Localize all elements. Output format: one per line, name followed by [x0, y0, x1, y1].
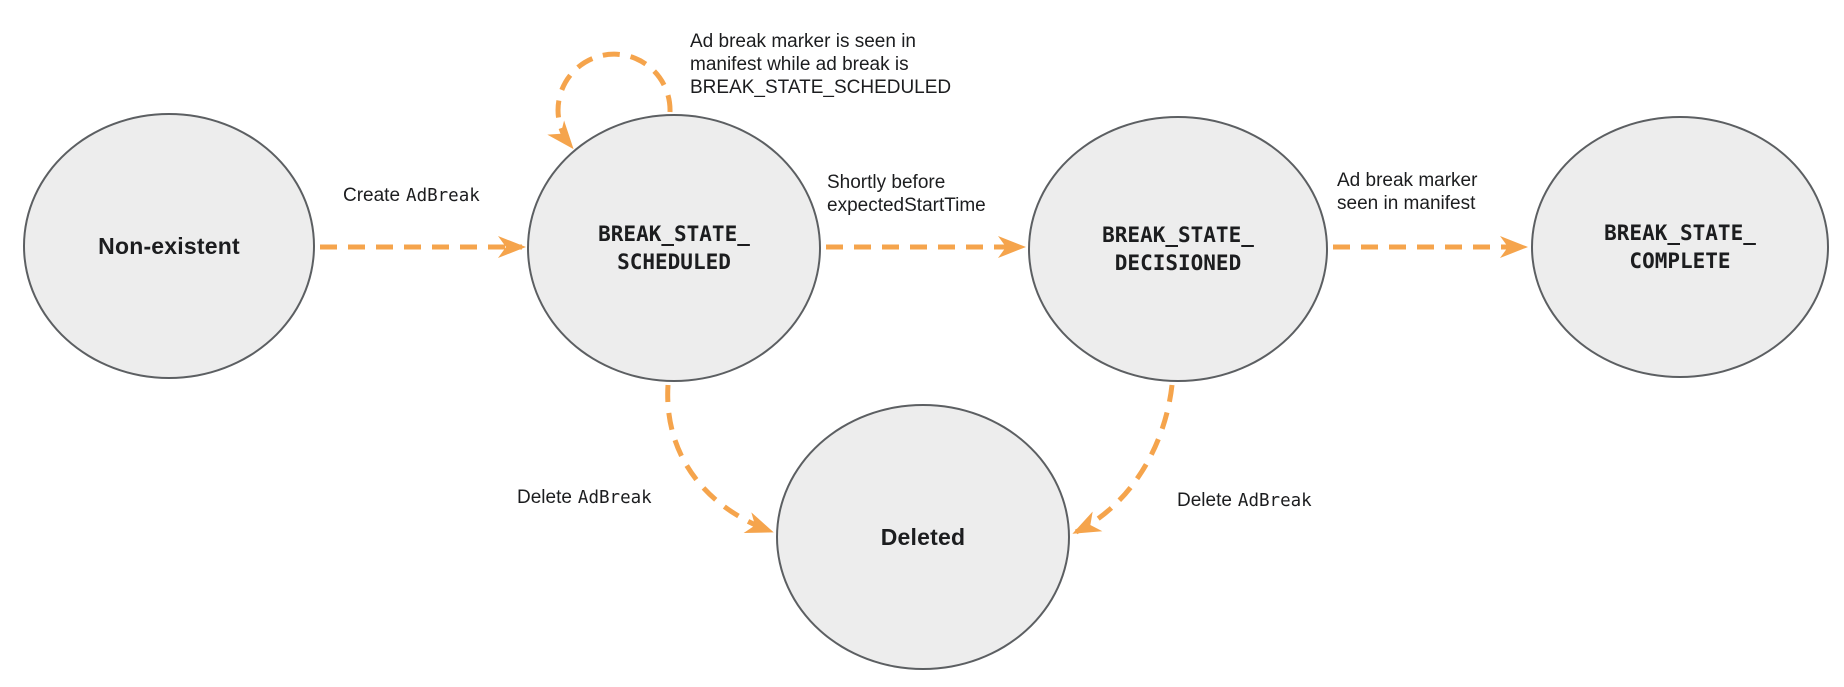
- edge-self-loop-arrow: [547, 51, 673, 150]
- edge-label-marker-seen: Ad break marker seen in manifest: [1337, 170, 1478, 214]
- state-label: Non-existent: [98, 232, 240, 259]
- state-label: BREAK_STATE_ COMPLETE: [1604, 221, 1756, 273]
- edge-label-shortly-before: Shortly before expectedStartTime: [827, 172, 986, 216]
- edge-delete-from-decisioned-arrow: [1072, 384, 1175, 535]
- state-node-break-state-complete: BREAK_STATE_ COMPLETE: [1531, 116, 1829, 378]
- edge-label-self-loop: Ad break marker is seen in manifest whil…: [690, 31, 952, 98]
- state-label: BREAK_STATE_ SCHEDULED: [598, 222, 750, 274]
- state-node-deleted: Deleted: [776, 404, 1070, 670]
- state-node-non-existent: Non-existent: [23, 113, 315, 379]
- state-node-break-state-scheduled: BREAK_STATE_ SCHEDULED: [527, 114, 821, 382]
- state-node-break-state-decisioned: BREAK_STATE_ DECISIONED: [1028, 116, 1328, 382]
- state-label: Deleted: [880, 523, 966, 550]
- edge-delete-from-scheduled-arrow: [665, 384, 774, 534]
- state-label: BREAK_STATE_ DECISIONED: [1102, 223, 1254, 275]
